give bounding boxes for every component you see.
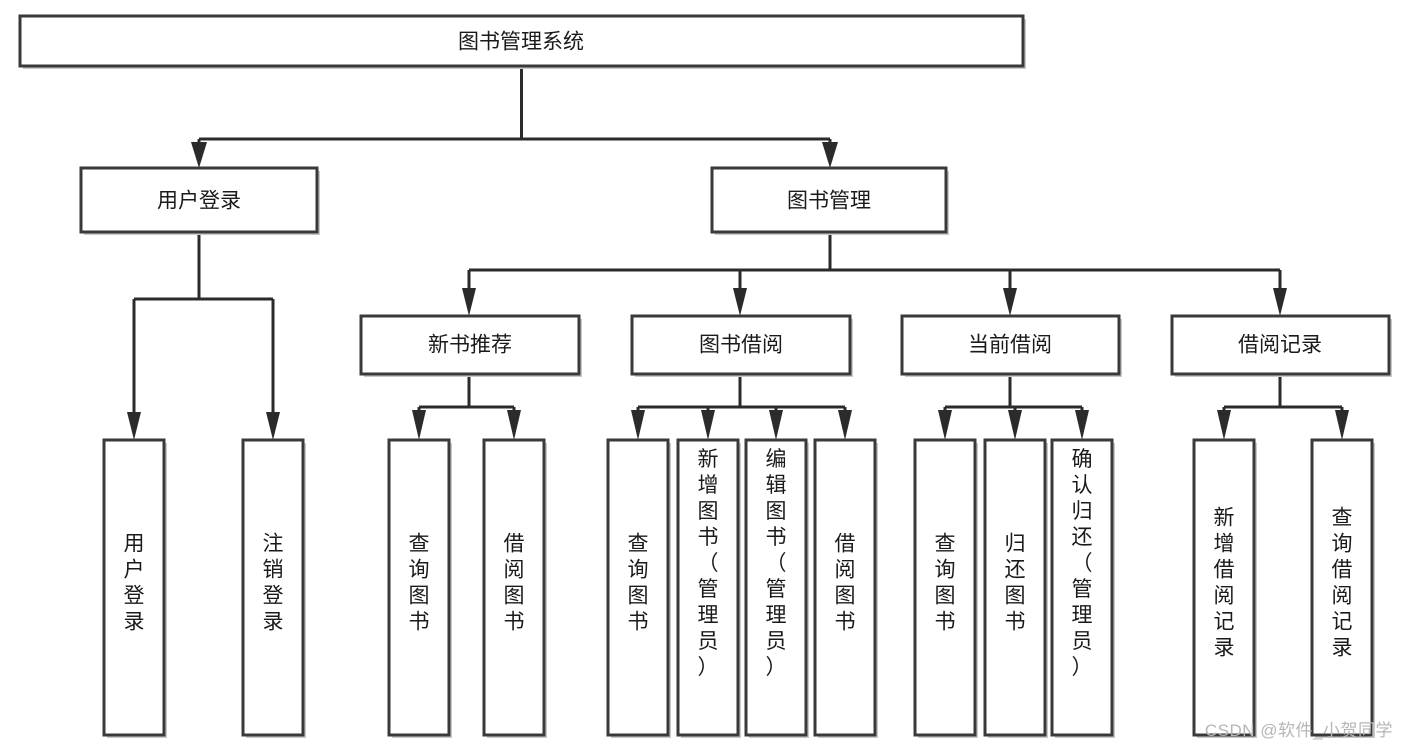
leaf-box xyxy=(813,438,877,737)
book-borrow-box xyxy=(630,314,852,376)
node-book-borrow[interactable]: 图书借阅 xyxy=(630,314,853,377)
leaf-node[interactable]: 查询图书 xyxy=(387,438,452,738)
leaf-box xyxy=(1310,438,1374,737)
node-root[interactable]: 图书管理系统 xyxy=(18,14,1026,69)
arrow-head-level3-3 xyxy=(1003,288,1017,316)
node-new-book-recommend[interactable]: 新书推荐 xyxy=(359,314,582,377)
root-box xyxy=(18,14,1025,68)
current-borrow-box xyxy=(900,314,1121,376)
arrow-head-book-manage xyxy=(822,142,838,168)
arrow-head-leaf-4 xyxy=(507,410,521,440)
leaf-node[interactable]: 查询图书 xyxy=(606,438,671,738)
leaf-label: 编辑图书（管理员） xyxy=(766,448,787,679)
arrow-head-leaf-10 xyxy=(1008,410,1022,440)
arrow-head-leaf-1 xyxy=(127,412,141,440)
leaf-node[interactable]: 借阅图书 xyxy=(813,438,878,738)
leaf-box xyxy=(387,438,451,737)
leaf-label: 查询图书 xyxy=(628,533,649,634)
leaf-node[interactable]: 确认归还（管理员） xyxy=(1050,438,1115,738)
leaf-box xyxy=(606,438,670,737)
arrow-head-leaf-12 xyxy=(1217,410,1231,440)
arrow-head-level3-1 xyxy=(462,288,476,316)
borrow-record-label: 借阅记录 xyxy=(1238,334,1322,357)
leaf-node[interactable]: 新增借阅记录 xyxy=(1192,438,1257,738)
leaf-box xyxy=(241,438,305,737)
arrow-head-level3-4 xyxy=(1273,288,1287,316)
arrow-head-leaf-8 xyxy=(838,410,852,440)
leaf-node[interactable]: 查询借阅记录 xyxy=(1310,438,1375,738)
leaf-box xyxy=(482,438,546,737)
leaf-box xyxy=(676,438,740,737)
leaf-node[interactable]: 注销登录 xyxy=(241,438,306,738)
user-login-label: 用户登录 xyxy=(157,190,241,213)
node-book-management[interactable]: 图书管理 xyxy=(710,166,949,235)
leaf-node[interactable]: 归还图书 xyxy=(983,438,1048,738)
arrow-head-level3-2 xyxy=(733,288,747,316)
leaf-node[interactable]: 用户登录 xyxy=(102,438,167,738)
leaf-label: 新增借阅记录 xyxy=(1214,507,1235,660)
connector-layer xyxy=(127,66,1349,440)
leaf-box xyxy=(102,438,166,737)
leaf-node[interactable]: 借阅图书 xyxy=(482,438,547,738)
current-borrow-label: 当前借阅 xyxy=(968,334,1052,357)
leaf-node[interactable]: 编辑图书（管理员） xyxy=(744,438,809,738)
arrow-head-leaf-13 xyxy=(1335,410,1349,440)
arrow-head-leaf-3 xyxy=(412,410,426,440)
arrow-head-leaf-11 xyxy=(1075,410,1089,440)
leaf-label: 查询借阅记录 xyxy=(1332,507,1353,660)
leaf-label: 用户登录 xyxy=(124,533,145,634)
node-current-borrow[interactable]: 当前借阅 xyxy=(900,314,1122,377)
leaf-node[interactable]: 新增图书（管理员） xyxy=(676,438,741,738)
leaf-label: 查询图书 xyxy=(409,533,430,634)
leaf-box xyxy=(744,438,808,737)
leaf-box xyxy=(913,438,977,737)
user-login-box xyxy=(79,166,319,234)
new-book-recommend-label: 新书推荐 xyxy=(428,334,512,357)
arrow-head-leaf-7 xyxy=(769,410,783,440)
leaf-label: 注销登录 xyxy=(263,533,284,634)
leaf-label: 确认归还（管理员） xyxy=(1072,448,1093,679)
leaf-box xyxy=(1050,438,1114,737)
leaf-label: 归还图书 xyxy=(1005,533,1026,634)
book-management-label: 图书管理 xyxy=(787,190,871,213)
arrow-head-user-login xyxy=(191,142,207,168)
leaf-node[interactable]: 查询图书 xyxy=(913,438,978,738)
book-management-box xyxy=(710,166,948,234)
leaf-layer: 用户登录 注销登录 查询图书 借阅图书 查询图书 新增图书（管理员） 编辑图书（管理员） 借阅… xyxy=(102,438,1375,738)
arrow-head-leaf-5 xyxy=(631,410,645,440)
leaf-label: 借阅图书 xyxy=(835,533,856,634)
node-borrow-record[interactable]: 借阅记录 xyxy=(1170,314,1392,377)
arrow-head-leaf-9 xyxy=(938,410,952,440)
csdn-watermark: CSDN @软件_小贺同学 xyxy=(1204,721,1393,740)
leaf-box xyxy=(983,438,1047,737)
book-borrow-label: 图书借阅 xyxy=(699,334,783,357)
node-user-login[interactable]: 用户登录 xyxy=(79,166,320,235)
arrow-head-leaf-6 xyxy=(701,410,715,440)
leaf-label: 借阅图书 xyxy=(504,533,525,634)
arrow-head-leaf-2 xyxy=(266,412,280,440)
root-label: 图书管理系统 xyxy=(458,31,584,54)
borrow-record-box xyxy=(1170,314,1391,376)
new-book-recommend-box xyxy=(359,314,581,376)
leaf-label: 新增图书（管理员） xyxy=(698,448,719,679)
leaf-box xyxy=(1192,438,1256,737)
leaf-label: 查询图书 xyxy=(935,533,956,634)
